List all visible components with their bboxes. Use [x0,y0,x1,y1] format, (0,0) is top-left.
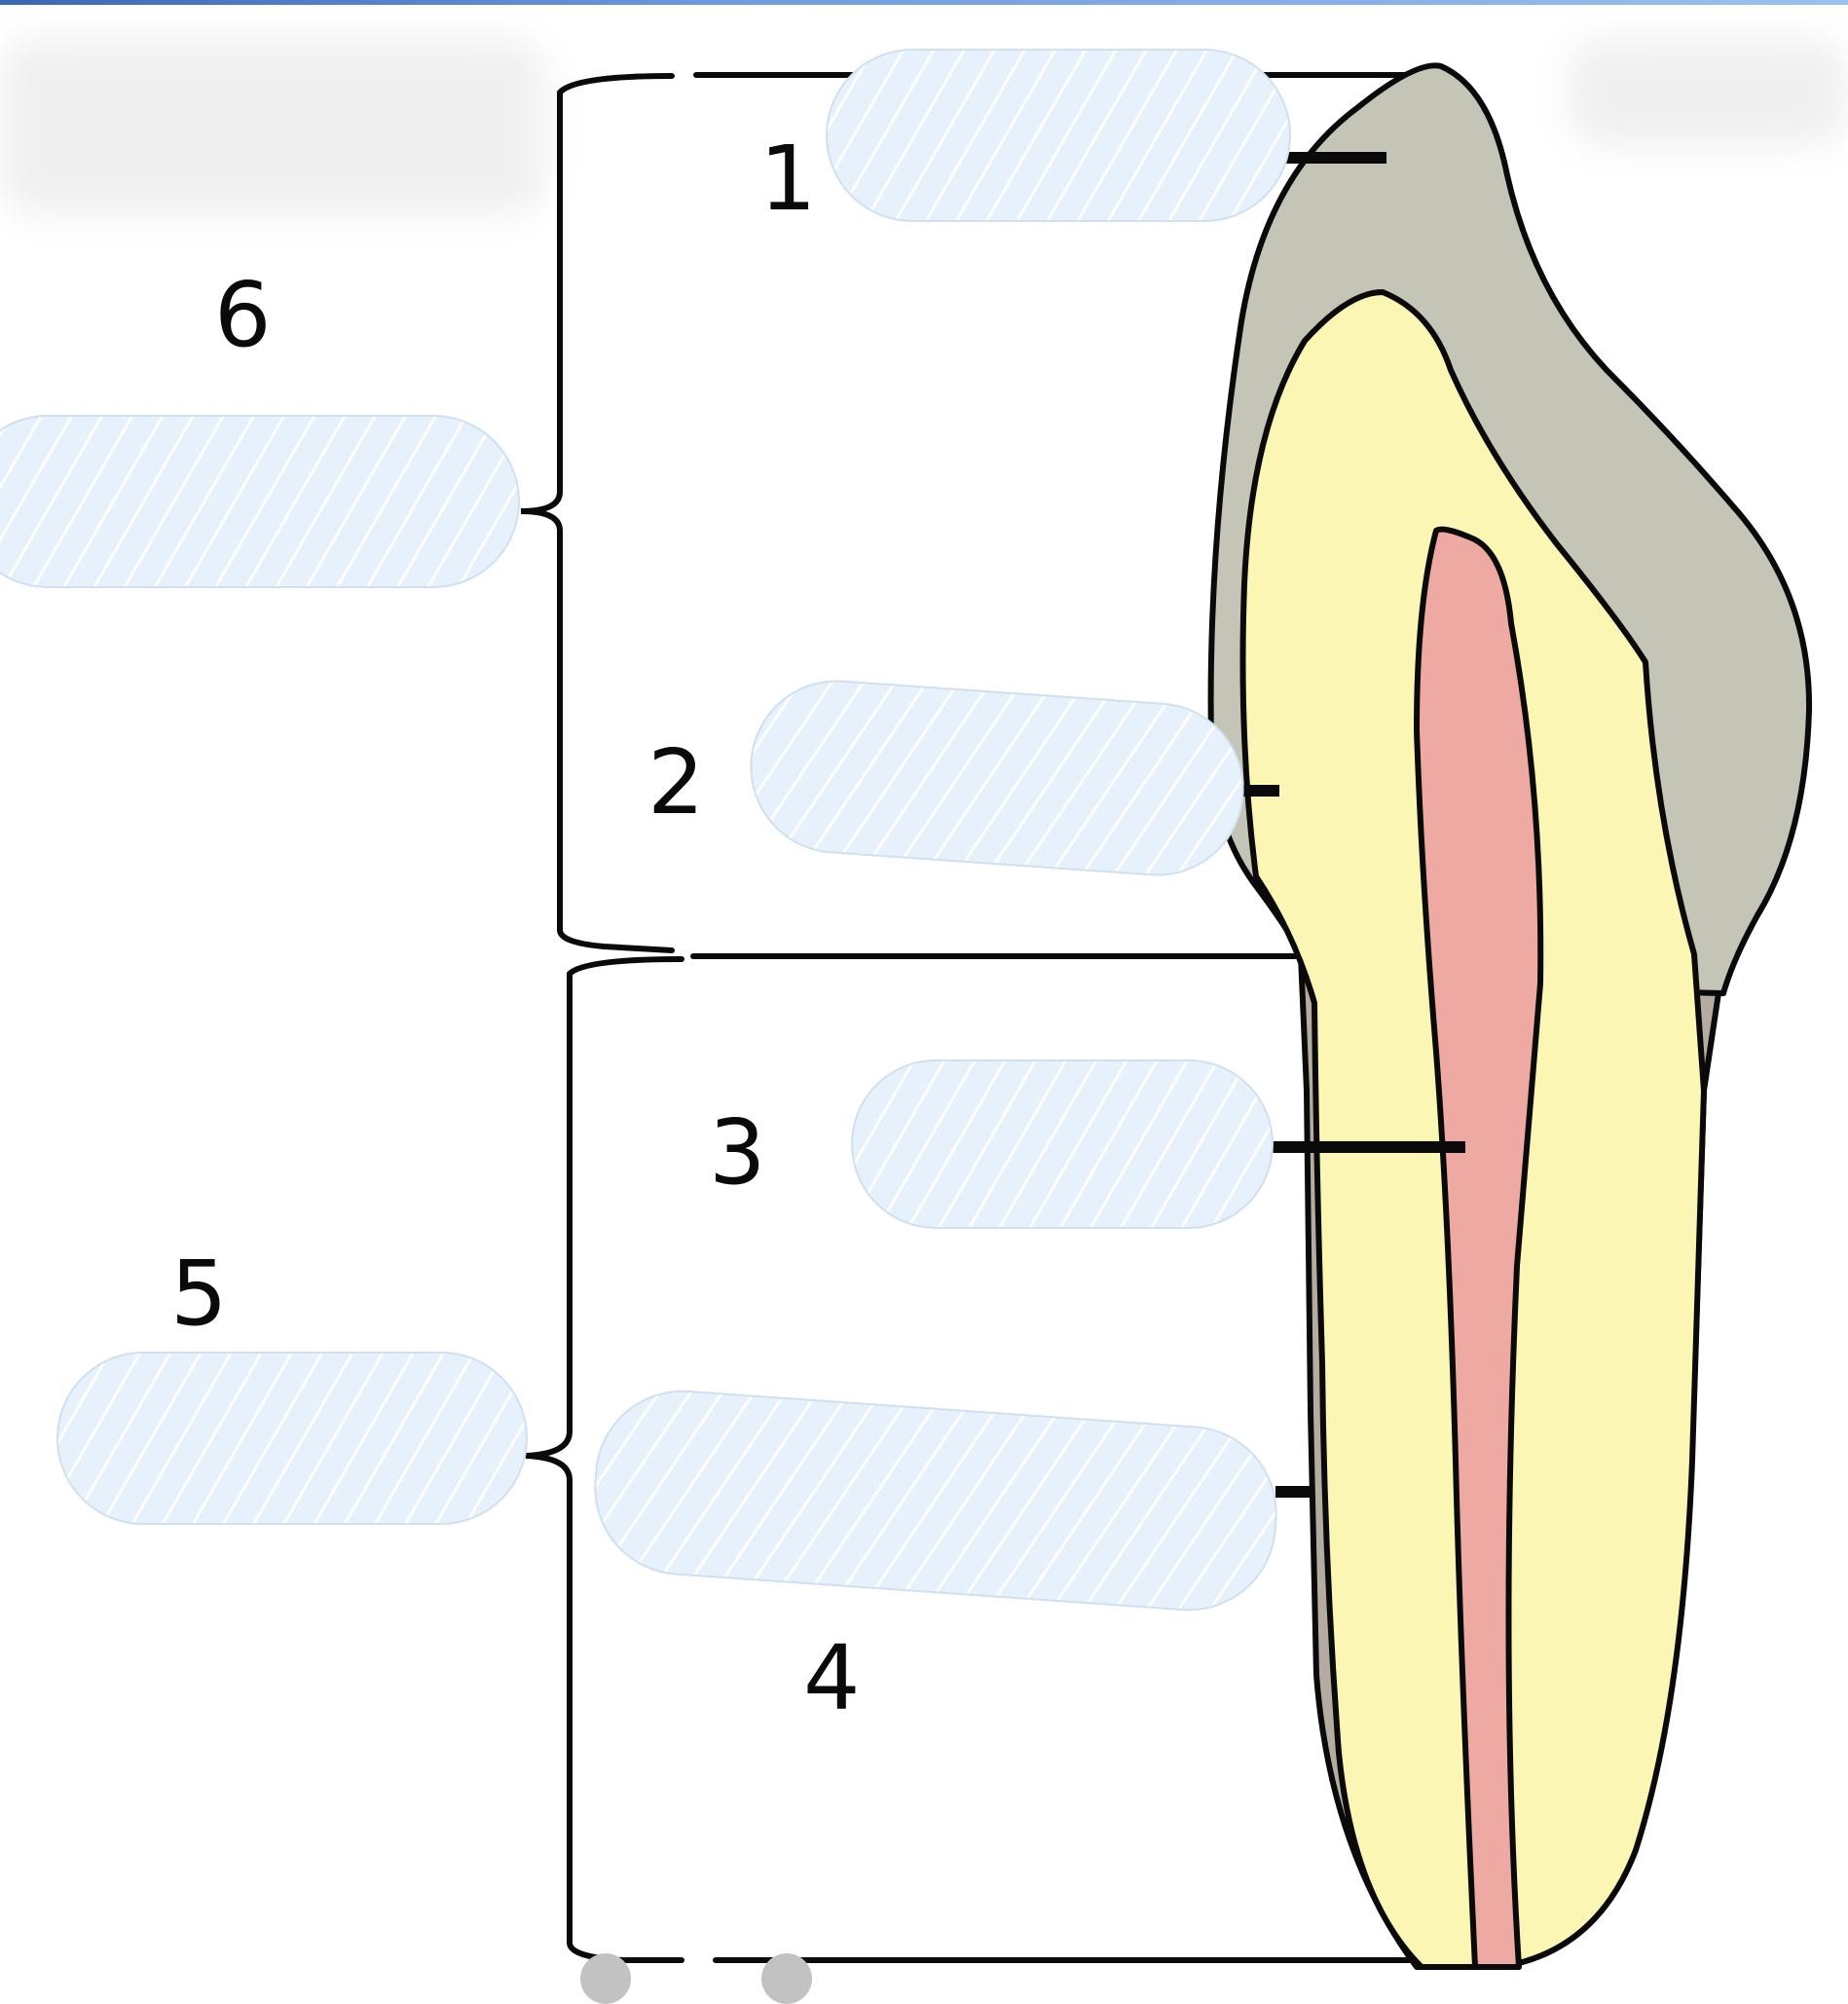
brackets [520,73,684,1963]
background-glow-left [0,39,545,214]
crown-brace [520,73,675,953]
number-label-4: 4 [803,1626,861,1730]
background-glow-right [1568,39,1848,146]
answer-box-6[interactable] [0,415,520,588]
number-label-3: 3 [709,1100,766,1205]
answer-box-1[interactable] [826,49,1291,222]
answer-box-5-value [58,1354,526,1523]
number-label-1: 1 [759,127,817,231]
tooth [1207,62,1813,1970]
answer-box-3[interactable] [851,1059,1274,1229]
top-accent-bar [0,0,1848,5]
pagination-dot-2[interactable] [761,1953,812,2004]
number-label-5: 5 [170,1242,228,1346]
answer-box-5[interactable] [56,1352,528,1525]
answer-box-2[interactable] [744,674,1250,882]
number-label-6: 6 [214,263,272,367]
answer-box-2-value [747,677,1248,880]
number-label-2: 2 [647,730,705,835]
answer-box-3-value [853,1061,1272,1227]
tooth-pulp [1414,526,1544,1970]
pagination-dot-1[interactable] [580,1953,631,2004]
answer-box-6-value [0,417,518,586]
leader-lines [1241,152,1465,1498]
answer-box-1-value [828,51,1289,220]
